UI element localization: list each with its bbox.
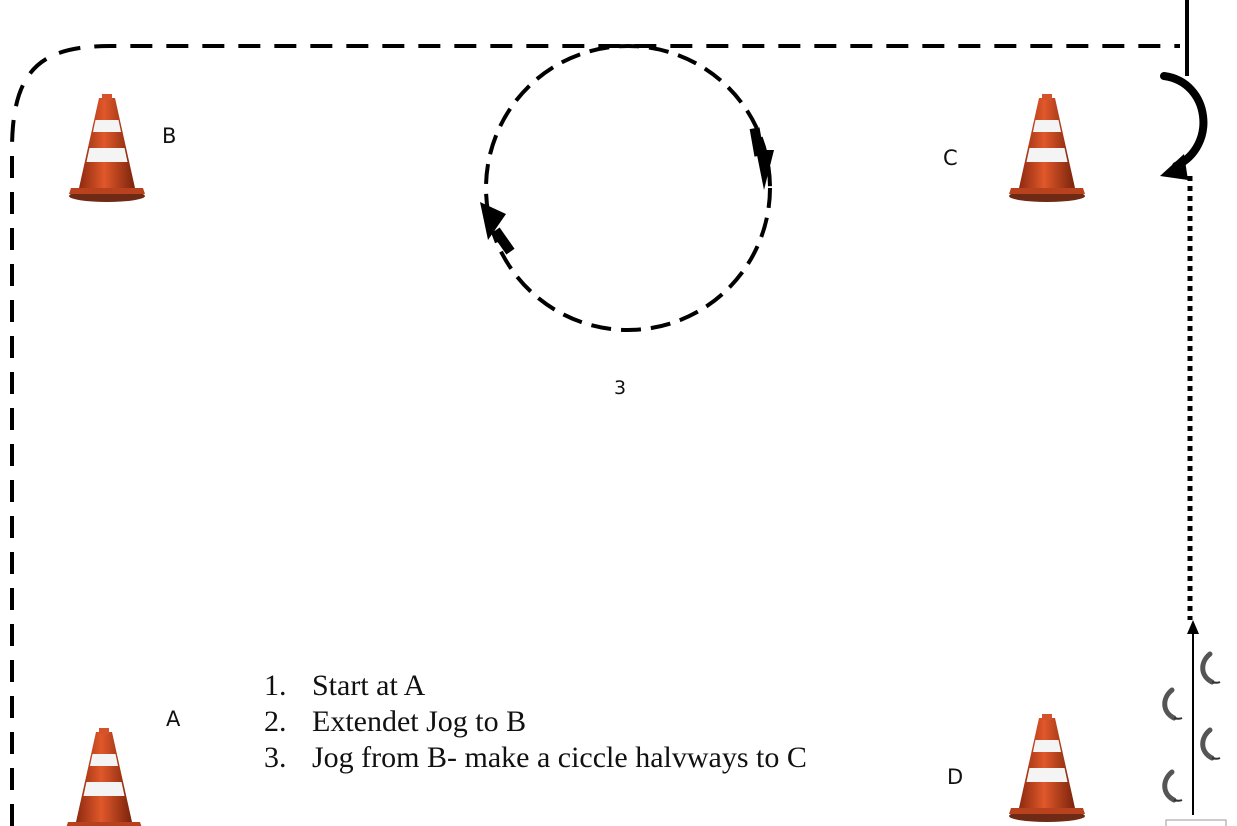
circle-arrow-right <box>756 150 774 190</box>
route-a-to-b-to-c <box>10 44 1180 826</box>
circle-path <box>484 44 772 332</box>
step-text: Start at A <box>312 669 426 702</box>
traffic-cone-icon <box>1009 94 1085 202</box>
step-number: 2. <box>264 705 287 738</box>
step-text: Jog from B- make a ciccle halvways to C <box>312 741 807 774</box>
circle-step-label: 3 <box>614 377 627 399</box>
marker-b-label: B <box>162 124 177 148</box>
turn-arrowhead <box>1160 154 1188 180</box>
step-number: 1. <box>264 669 287 702</box>
marker-a-label: A <box>166 707 181 731</box>
circle-arrow-right-shaft <box>749 127 765 157</box>
step-number: 3. <box>264 741 287 774</box>
track-arrowhead <box>1187 620 1199 634</box>
corner-box <box>1165 819 1227 826</box>
instruction-step: 1. Start at A <box>264 668 924 704</box>
traffic-cone-icon <box>69 94 145 202</box>
step-text: Extendet Jog to B <box>312 705 527 738</box>
instruction-step: 2. Extendet Jog to B <box>264 704 924 740</box>
circle-arrow-left <box>480 202 506 240</box>
instruction-list: 1. Start at A 2. Extendet Jog to B 3. Jo… <box>264 668 924 776</box>
turn-arrow <box>1160 72 1208 170</box>
marker-c-label: C <box>943 146 958 170</box>
traffic-cone-icon <box>1009 714 1085 822</box>
instruction-step: 3. Jog from B- make a ciccle halvways to… <box>264 740 924 776</box>
circle-arrow-left-shaft <box>491 227 515 255</box>
marker-d-label: D <box>947 765 964 789</box>
traffic-cone-icon <box>66 728 142 826</box>
